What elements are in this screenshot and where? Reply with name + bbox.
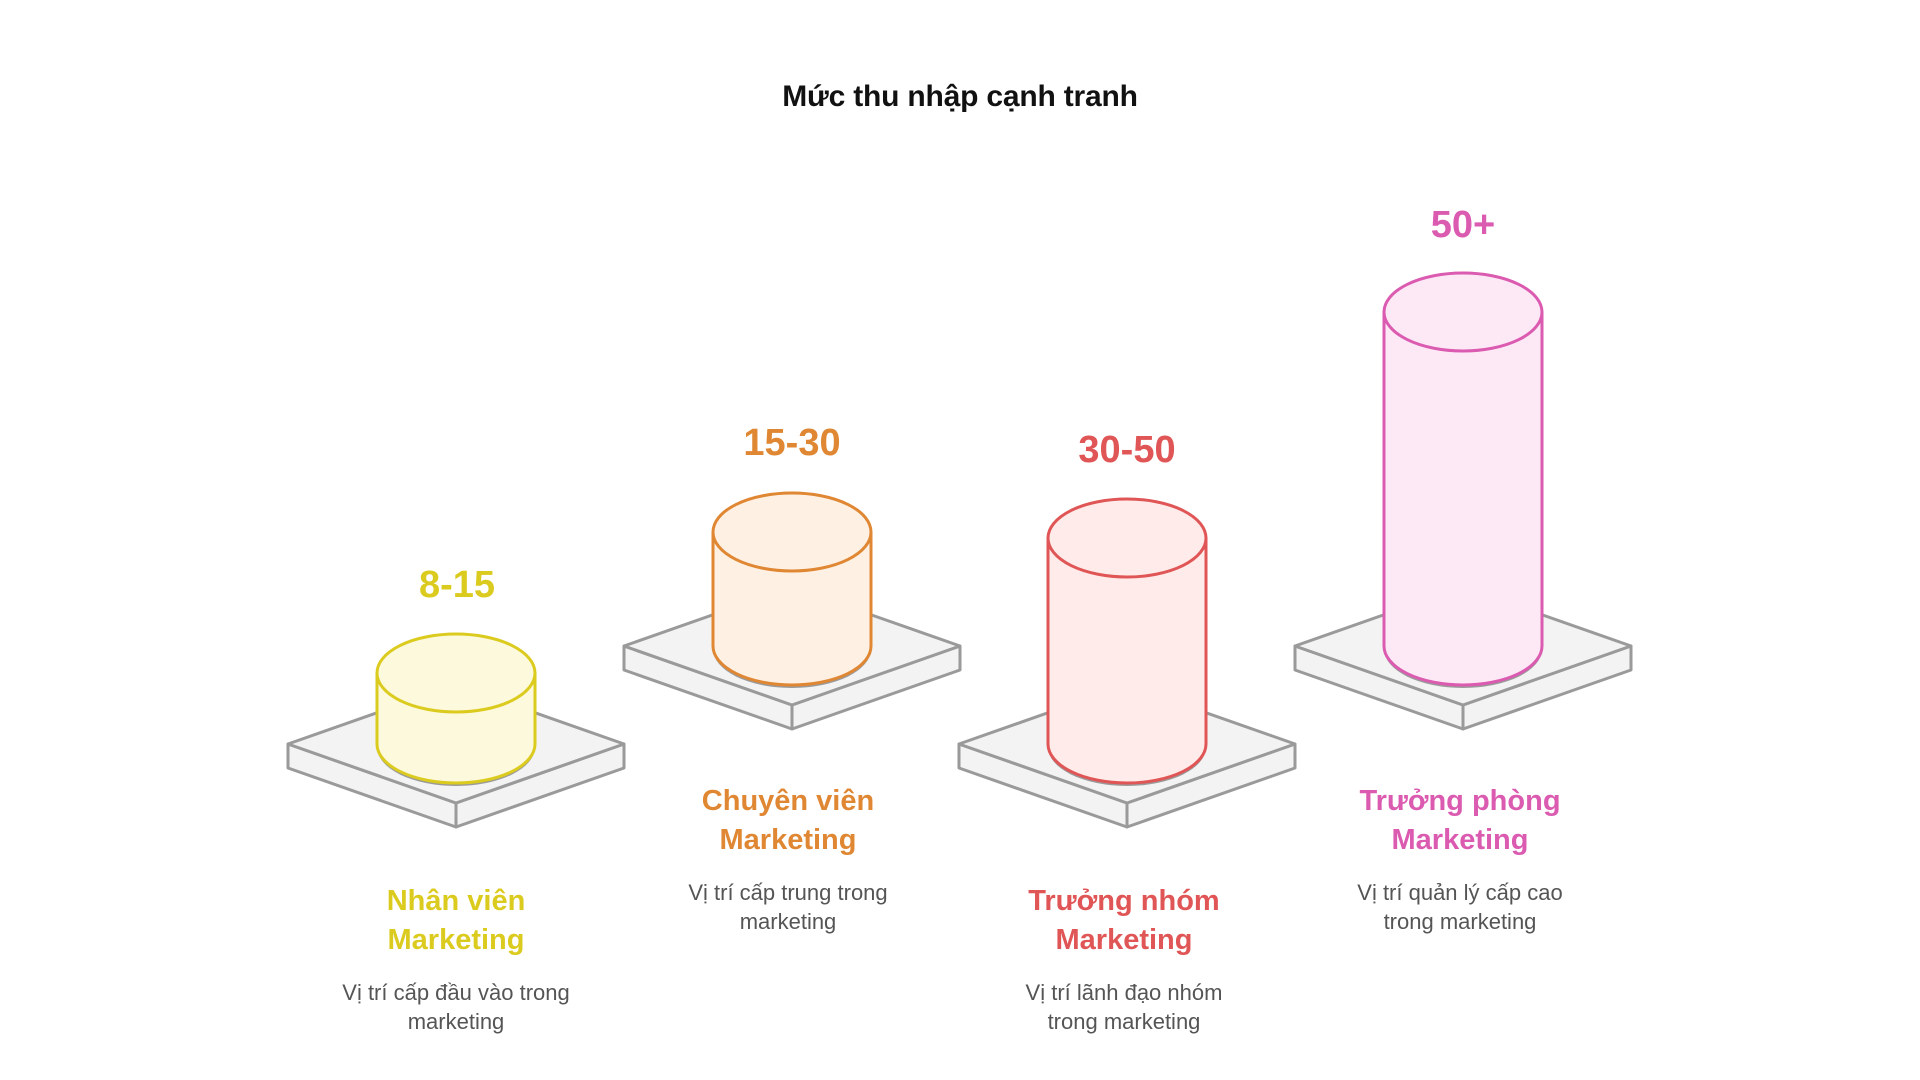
item-head-of-department: Trưởng phòng Marketing Vị trí quản lý cấ… <box>1310 782 1610 936</box>
cylinder-top <box>375 632 537 714</box>
description-line: marketing <box>739 909 837 934</box>
value-label-team-lead: 30-50 <box>1078 429 1176 471</box>
item-description: Vị trí cấp trung trong marketing <box>638 878 938 936</box>
description-line: trong marketing <box>1047 1009 1201 1034</box>
diagram-title: Mức thu nhập cạnh tranh <box>782 80 1138 113</box>
description-line: Vị trí lãnh đạo nhóm <box>1025 980 1223 1005</box>
description-line: marketing <box>407 1009 505 1034</box>
description-line: Vị trí quản lý cấp cao <box>1357 880 1563 905</box>
heading-line: Marketing <box>1391 824 1529 856</box>
item-entry-level: Nhân viên Marketing Vị trí cấp đầu vào t… <box>306 882 606 1036</box>
value-label-head: 50+ <box>1430 204 1496 246</box>
heading-line: Marketing <box>1055 924 1193 956</box>
description-line: trong marketing <box>1383 909 1537 934</box>
heading-line: Chuyên viên <box>701 785 875 817</box>
cylinder-top <box>1046 497 1208 579</box>
bar-3 <box>957 497 1297 829</box>
value-label-specialist: 15-30 <box>743 422 841 464</box>
item-team-lead: Trưởng nhóm Marketing Vị trí lãnh đạo nh… <box>974 882 1274 1036</box>
item-heading: Chuyên viên Marketing <box>638 782 938 860</box>
description-line: Vị trí cấp trung trong <box>688 880 888 905</box>
cylinder-body <box>1382 310 1544 687</box>
cylinder-body <box>711 530 873 687</box>
item-specialist: Chuyên viên Marketing Vị trí cấp trung t… <box>638 782 938 936</box>
bar-2 <box>622 491 962 731</box>
bar-4 <box>1293 271 1633 731</box>
item-heading: Trưởng phòng Marketing <box>1310 782 1610 860</box>
item-heading: Trưởng nhóm Marketing <box>974 882 1274 960</box>
cylinder-top <box>711 491 873 573</box>
cylinder-top <box>1382 271 1544 353</box>
bar-1 <box>286 632 626 829</box>
cylinder-body <box>1046 536 1208 785</box>
item-description: Vị trí quản lý cấp cao trong marketing <box>1310 878 1610 936</box>
item-heading: Nhân viên Marketing <box>306 882 606 960</box>
heading-line: Marketing <box>387 924 525 956</box>
description-line: Vị trí cấp đầu vào trong <box>342 980 570 1005</box>
heading-line: Nhân viên <box>386 885 526 917</box>
heading-line: Marketing <box>719 824 857 856</box>
heading-line: Trưởng nhóm <box>1028 885 1220 917</box>
value-label-entry-level: 8-15 <box>418 564 496 606</box>
item-description: Vị trí cấp đầu vào trong marketing <box>306 978 606 1036</box>
heading-line: Trưởng phòng <box>1359 785 1561 817</box>
item-description: Vị trí lãnh đạo nhóm trong marketing <box>974 978 1274 1036</box>
